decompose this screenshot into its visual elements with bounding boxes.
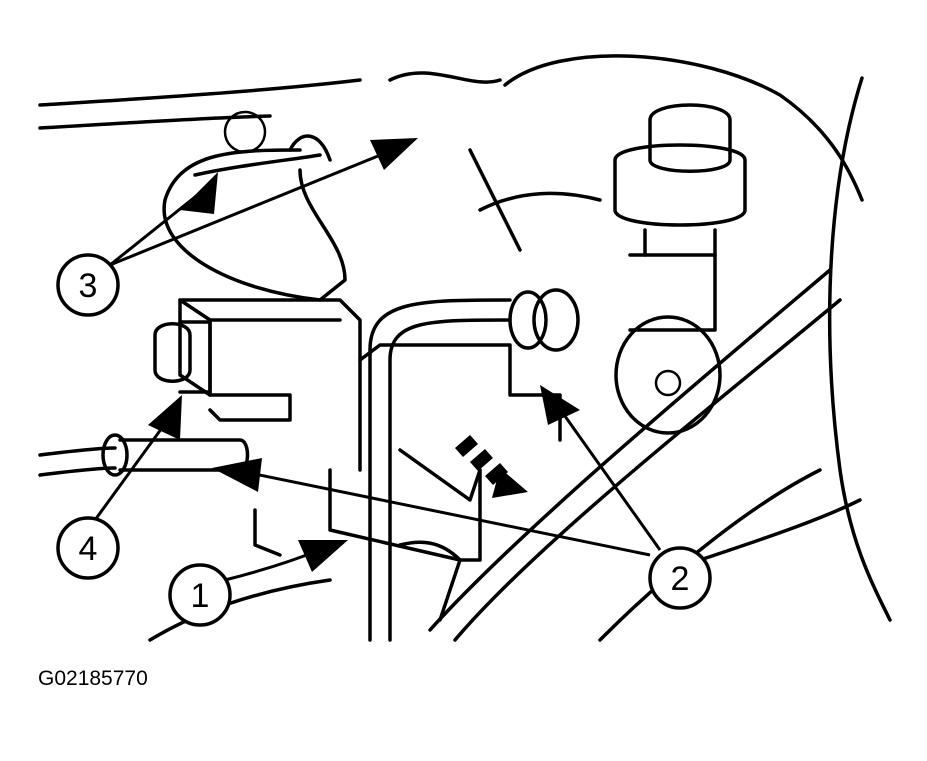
callout-4: 4: [56, 516, 120, 580]
callout-arrowheads: [148, 138, 580, 572]
brake-lines: [101, 110, 842, 642]
figure-id-label: G02185770: [38, 667, 148, 690]
callout-2-arrowhead-right: [540, 385, 580, 425]
callout-1-label: 1: [191, 577, 210, 615]
callout-2: 2: [648, 546, 712, 610]
callout-4-arrowhead: [148, 395, 182, 440]
direction-indicator-dashed-arrow: [455, 435, 528, 498]
reservoir-cap: [613, 103, 747, 435]
callout-3-arrowhead-right: [370, 138, 418, 170]
callout-3-label: 3: [79, 267, 98, 305]
callout-4-label: 4: [79, 530, 98, 568]
callout-1-arrowhead: [298, 540, 348, 572]
callout-3-arrowhead-left: [180, 172, 218, 214]
engine-background-outline: [38, 54, 892, 642]
callout-2-arrowhead-left: [212, 458, 262, 492]
callout-2-label: 2: [671, 560, 690, 598]
callout-1: 1: [168, 563, 232, 627]
left-fitting-nut: [153, 320, 212, 394]
callout-3: 3: [56, 253, 120, 317]
